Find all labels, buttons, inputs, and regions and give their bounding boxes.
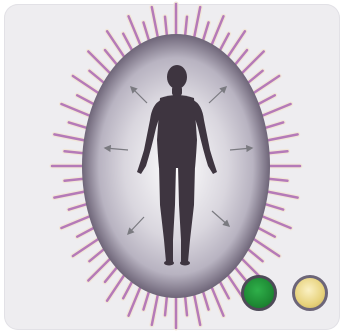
aura-ray xyxy=(259,215,290,228)
green-indicator-button[interactable] xyxy=(241,275,277,311)
yellow-indicator-button[interactable] xyxy=(292,275,328,311)
aura-ray xyxy=(61,104,92,117)
aura-ray xyxy=(259,104,290,117)
aura-ray xyxy=(61,215,92,228)
